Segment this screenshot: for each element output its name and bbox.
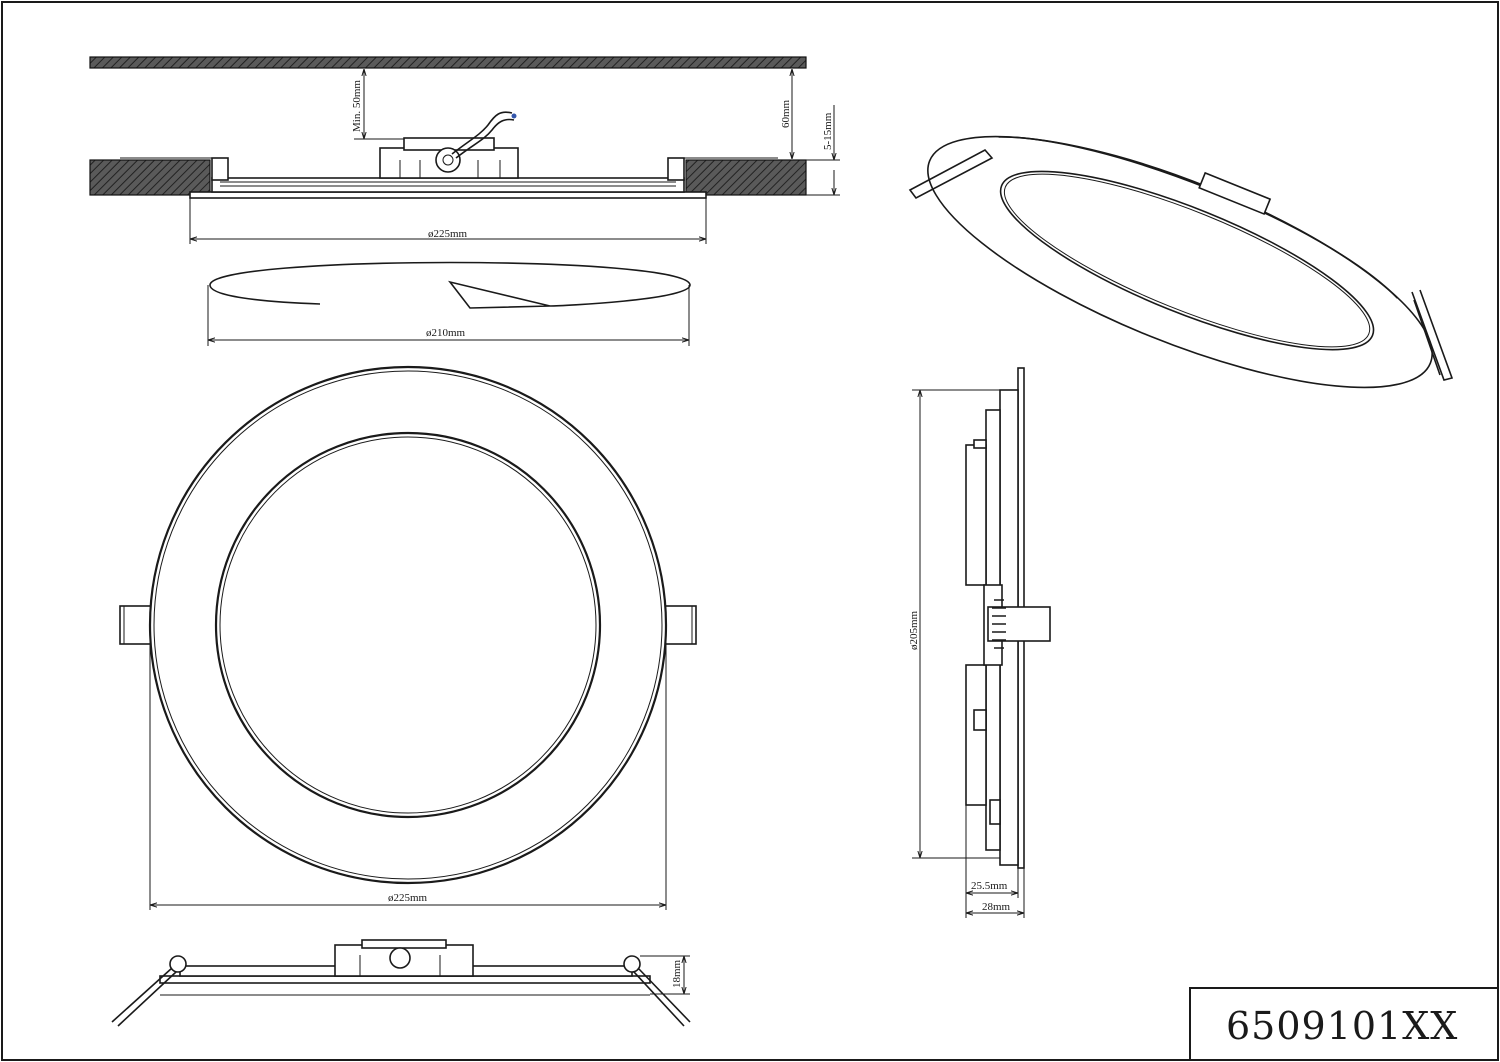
dim-side-depth-inner: 25.5mm xyxy=(971,880,1008,892)
dim-top-diameter: ø225mm xyxy=(428,228,468,240)
dim-min-depth: Min. 50mm xyxy=(351,80,363,132)
dim-front-diameter: ø225mm xyxy=(388,892,428,904)
dim-side-diameter: ø205mm xyxy=(908,610,920,650)
cable-icon xyxy=(451,111,513,155)
ceiling-board-right xyxy=(685,159,807,196)
installation-section-view: Min. 50mm 60mm 5-15mm ø225mm xyxy=(89,56,840,244)
cutout-view: ø210mm xyxy=(207,261,691,346)
dim-ceiling-thickness: 5-15mm xyxy=(822,112,834,150)
panel-inner-ring xyxy=(214,431,602,819)
perspective-view xyxy=(908,135,1454,389)
dim-bottom-height: 18mm xyxy=(671,959,683,988)
front-view: ø225mm xyxy=(119,365,697,910)
dim-side-depth-outer: 28mm xyxy=(982,901,1011,913)
bottom-side-view: 18mm xyxy=(111,939,691,1027)
title-block: 6509101XX xyxy=(1189,987,1499,1061)
ceiling-slab xyxy=(89,56,807,69)
side-view: ø205mm 25.5mm 28mm xyxy=(908,367,1051,918)
part-number: 6509101XX xyxy=(1226,1004,1458,1048)
dim-height: 60mm xyxy=(780,99,792,128)
dim-cutout-diameter: ø210mm xyxy=(426,327,466,339)
ceiling-board-left xyxy=(89,159,211,196)
